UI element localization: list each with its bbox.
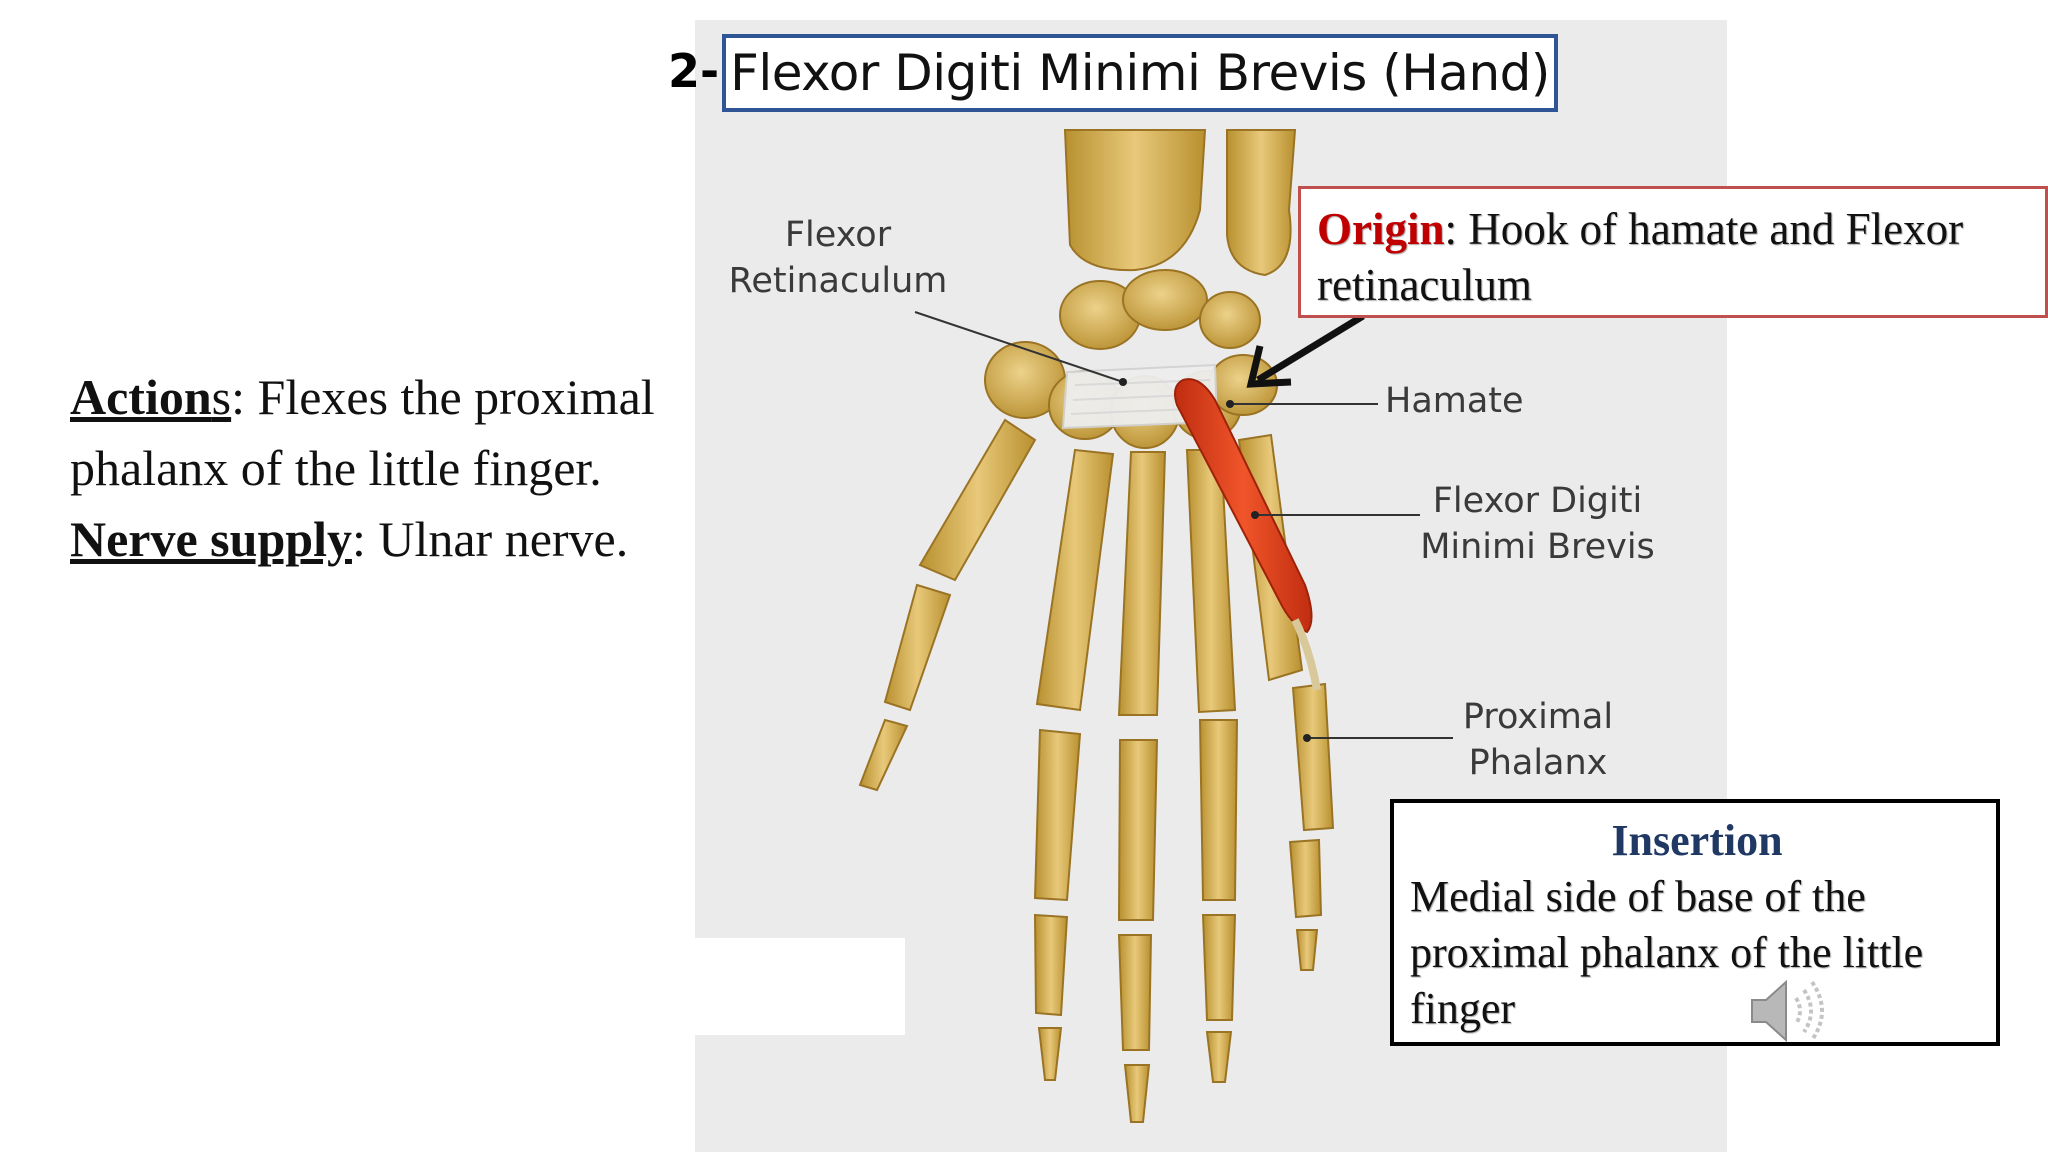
actions-text: : Flexes the proximal phalanx of the lit… <box>70 369 655 496</box>
origin-box: Origin: Hook of hamate and Flexor retina… <box>1298 186 2048 318</box>
speaker-icon[interactable] <box>1748 976 1834 1046</box>
nerve-paragraph: Nerve supply: Ulnar nerve. <box>70 504 690 575</box>
label-flexor-digiti-minimi-brevis: Flexor Digiti Minimi Brevis <box>1420 478 1655 570</box>
actions-label-suffix: s <box>211 369 232 425</box>
insertion-heading: Insertion <box>1611 816 1783 865</box>
muscle-shape <box>1174 378 1313 634</box>
insertion-box: Insertion Medial side of base of the pro… <box>1390 799 2000 1046</box>
actions-label: Action <box>70 369 212 425</box>
actions-paragraph: Actions: Flexes the proximal phalanx of … <box>70 362 690 504</box>
title-number: 2- <box>668 44 720 98</box>
label-flexor-retinaculum-line1: Flexor <box>784 215 892 255</box>
label-flexor-retinaculum: Flexor Retinaculum <box>728 212 948 304</box>
arrow-icon <box>1246 313 1365 388</box>
nerve-label: Nerve supply <box>70 511 352 567</box>
origin-label: Origin <box>1317 204 1445 254</box>
muscle-description: Actions: Flexes the proximal phalanx of … <box>70 362 690 575</box>
page-title: Flexor Digiti Minimi Brevis (Hand) <box>730 44 1550 102</box>
label-fdmb-line2: Minimi Brevis <box>1420 527 1655 567</box>
label-proximal-phalanx-line2: Phalanx <box>1468 743 1608 783</box>
hand-skeleton-illustration <box>858 129 1453 1123</box>
label-hamate: Hamate <box>1385 381 1524 421</box>
origin-text: : Hook of hamate and Flexor retinaculum <box>1317 204 1964 310</box>
label-proximal-phalanx-line1: Proximal <box>1462 697 1614 737</box>
blank-patch <box>695 938 905 1035</box>
label-flexor-retinaculum-line2: Retinaculum <box>728 261 948 301</box>
nerve-text: : Ulnar nerve. <box>351 511 629 567</box>
insertion-text: Medial side of base of the proximal phal… <box>1410 872 1924 1033</box>
label-proximal-phalanx: Proximal Phalanx <box>1458 694 1618 786</box>
label-fdmb-line1: Flexor Digiti <box>1432 481 1643 521</box>
title-box: Flexor Digiti Minimi Brevis (Hand) <box>722 34 1558 112</box>
